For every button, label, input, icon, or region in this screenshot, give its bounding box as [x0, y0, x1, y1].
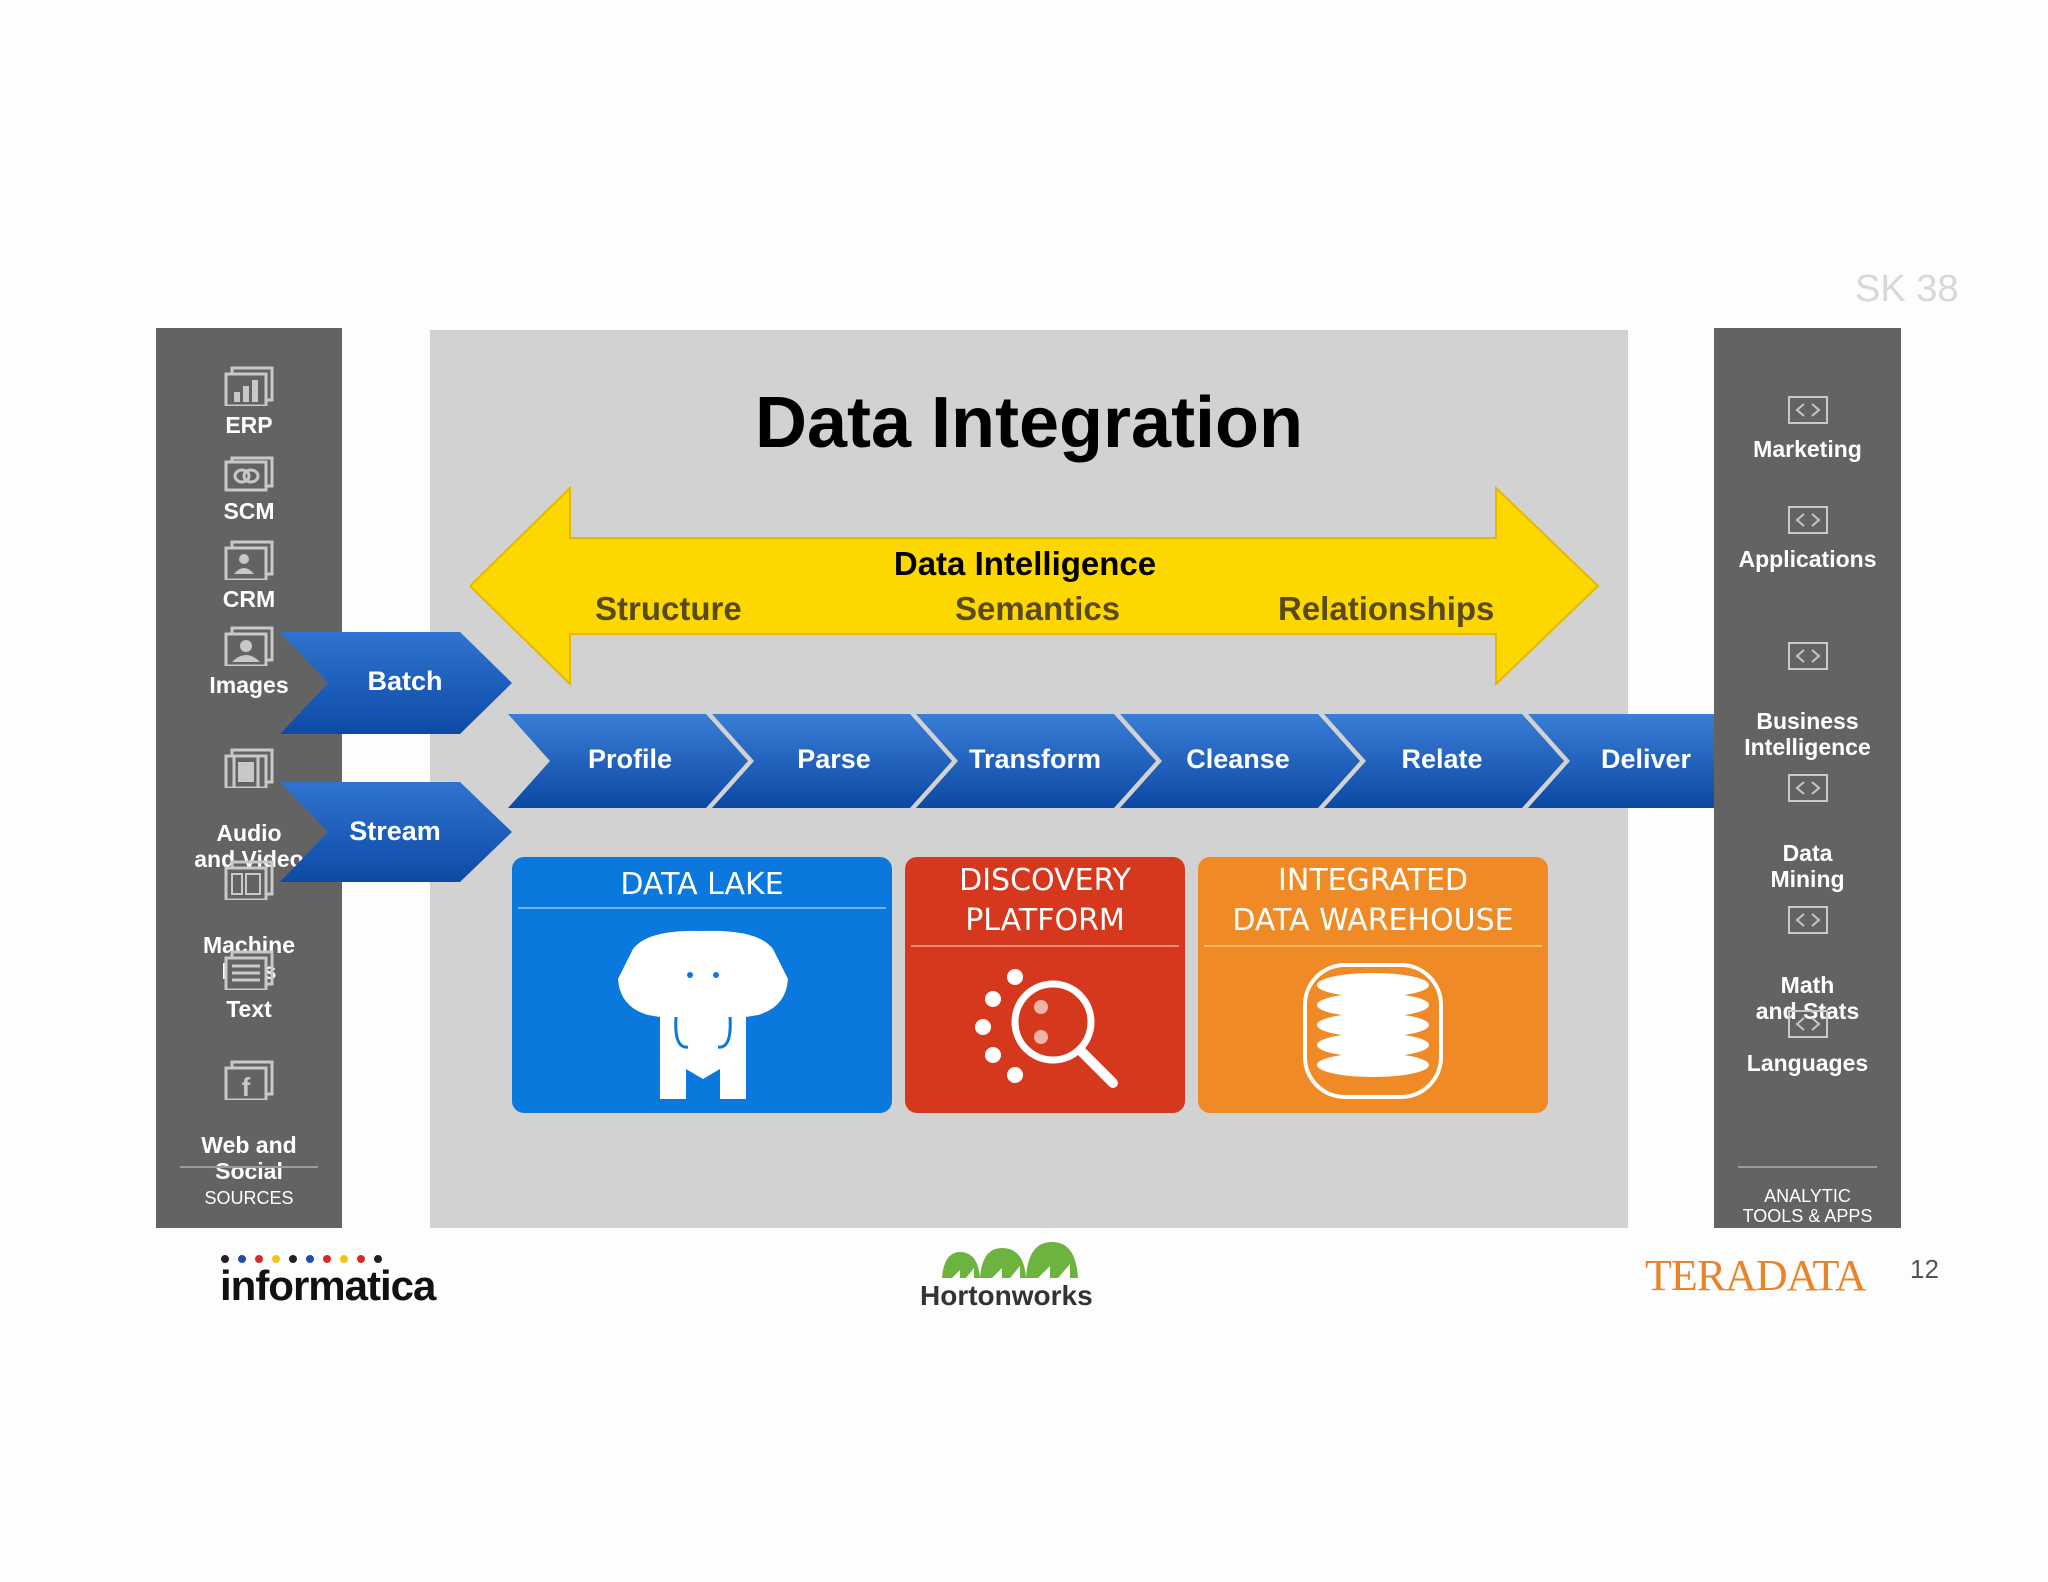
source-text: Text: [156, 950, 342, 1022]
sources-sidebar: ERP SCM CRM Images Audio and Video Machi…: [156, 328, 342, 1228]
slide-tag: SK 38: [1855, 268, 1959, 310]
database-icon: [1303, 963, 1443, 1099]
document-icon: [224, 950, 274, 990]
discovery-title-2: PLATFORM: [965, 903, 1125, 938]
code-icon: [1787, 1010, 1828, 1038]
tool-business-intelligence: Business Intelligence: [1714, 616, 1901, 760]
stream-label: Stream: [349, 816, 441, 846]
source-label: ERP: [225, 412, 273, 438]
source-erp: ERP: [156, 366, 342, 438]
chevron-cleanse: [1120, 714, 1360, 808]
pipeline-profile: Profile: [587, 744, 673, 774]
source-label: Text: [226, 996, 272, 1022]
tool-data-mining: Data Mining: [1714, 748, 1901, 892]
source-web-social: f Web and Social: [156, 1034, 342, 1184]
pipeline-chevrons: [508, 714, 1756, 808]
data-lake-box: DATA LAKE: [512, 857, 892, 1113]
teradata-logo: TERADATA: [1645, 1251, 1867, 1300]
tool-label: Business Intelligence: [1744, 708, 1871, 760]
data-lake-title: DATA LAKE: [620, 867, 784, 902]
discovery-title-1: DISCOVERY: [959, 863, 1131, 898]
tool-math-stats: Math and Stats: [1714, 880, 1901, 1024]
tool-label: Data Mining: [1770, 840, 1845, 892]
film-icon: [224, 748, 274, 788]
contact-card-icon: [224, 540, 274, 580]
tools-footer-line2: TOOLS & APPS: [1742, 1206, 1873, 1226]
chevron-profile: [508, 714, 748, 808]
bar-chart-icon: [224, 366, 274, 406]
chevron-deliver: [1528, 714, 1756, 808]
source-label: SCM: [223, 498, 275, 524]
page-number: 12: [1910, 1254, 1939, 1284]
chevron-parse: [712, 714, 952, 808]
pipeline-relate: Relate: [1401, 744, 1483, 774]
tools-footer-line1: ANALYTIC: [1764, 1186, 1851, 1206]
warehouse-title-1: INTEGRATED: [1277, 863, 1469, 898]
code-icon: [1787, 774, 1828, 802]
label-semantics: Semantics: [955, 590, 1121, 627]
sources-footer: SOURCES: [180, 1166, 318, 1208]
chevron-relate: [1324, 714, 1564, 808]
pipeline-cleanse: Cleanse: [1186, 744, 1290, 774]
batch-chevron: [280, 632, 512, 734]
server-icon: [224, 860, 274, 900]
hortonworks-logo: Hortonworks: [920, 1280, 1093, 1311]
elephant-icon: [618, 930, 788, 1099]
warehouse-title-2: DATA WAREHOUSE: [1232, 903, 1514, 938]
informatica-logo: informatica: [220, 1262, 436, 1309]
informatica-dots: [221, 1255, 382, 1263]
magnifier-dots-icon: [975, 969, 1118, 1088]
tool-applications: Applications: [1714, 506, 1901, 572]
label-relationships: Relationships: [1278, 590, 1495, 627]
page-title: Data Integration: [754, 383, 1304, 463]
pipeline-transform: Transform: [968, 744, 1102, 774]
cash-icon: [224, 456, 274, 492]
stream-chevron: [280, 782, 512, 882]
data-warehouse-box: INTEGRATED DATA WAREHOUSE: [1198, 857, 1548, 1113]
pipeline-deliver: Deliver: [1600, 744, 1692, 774]
tool-languages: Languages: [1714, 1010, 1901, 1076]
source-audio-video: Audio and Video: [156, 722, 342, 872]
code-icon: [1787, 396, 1828, 424]
label-structure: Structure: [595, 590, 742, 627]
code-icon: [1787, 506, 1828, 534]
tool-label: Marketing: [1753, 436, 1862, 462]
pipeline-parse: Parse: [797, 744, 871, 774]
source-images: Images: [156, 626, 342, 698]
source-scm: SCM: [156, 456, 342, 524]
discovery-platform-box: DISCOVERY PLATFORM: [905, 857, 1185, 1113]
source-label: CRM: [222, 586, 276, 612]
data-intelligence-title: Data Intelligence: [893, 545, 1157, 582]
tools-sidebar: Marketing Applications Business Intellig…: [1714, 328, 1901, 1228]
tools-footer: ANALYTIC TOOLS & APPS: [1738, 1166, 1877, 1226]
tool-label: Applications: [1738, 546, 1877, 572]
svg-text:f: f: [242, 1072, 251, 1100]
source-label: Images: [209, 672, 289, 698]
hortonworks-elephants: [942, 1242, 1078, 1278]
code-icon: [1787, 642, 1828, 670]
facebook-icon: f: [224, 1060, 274, 1100]
tool-marketing: Marketing: [1714, 396, 1901, 462]
code-icon: [1787, 906, 1828, 934]
source-crm: CRM: [156, 540, 342, 612]
photo-icon: [224, 626, 274, 666]
chevron-transform: [916, 714, 1156, 808]
batch-label: Batch: [367, 666, 443, 696]
tool-label: Languages: [1746, 1050, 1869, 1076]
data-intelligence-arrow: [470, 486, 1600, 686]
source-label: Web and Social: [201, 1132, 297, 1184]
